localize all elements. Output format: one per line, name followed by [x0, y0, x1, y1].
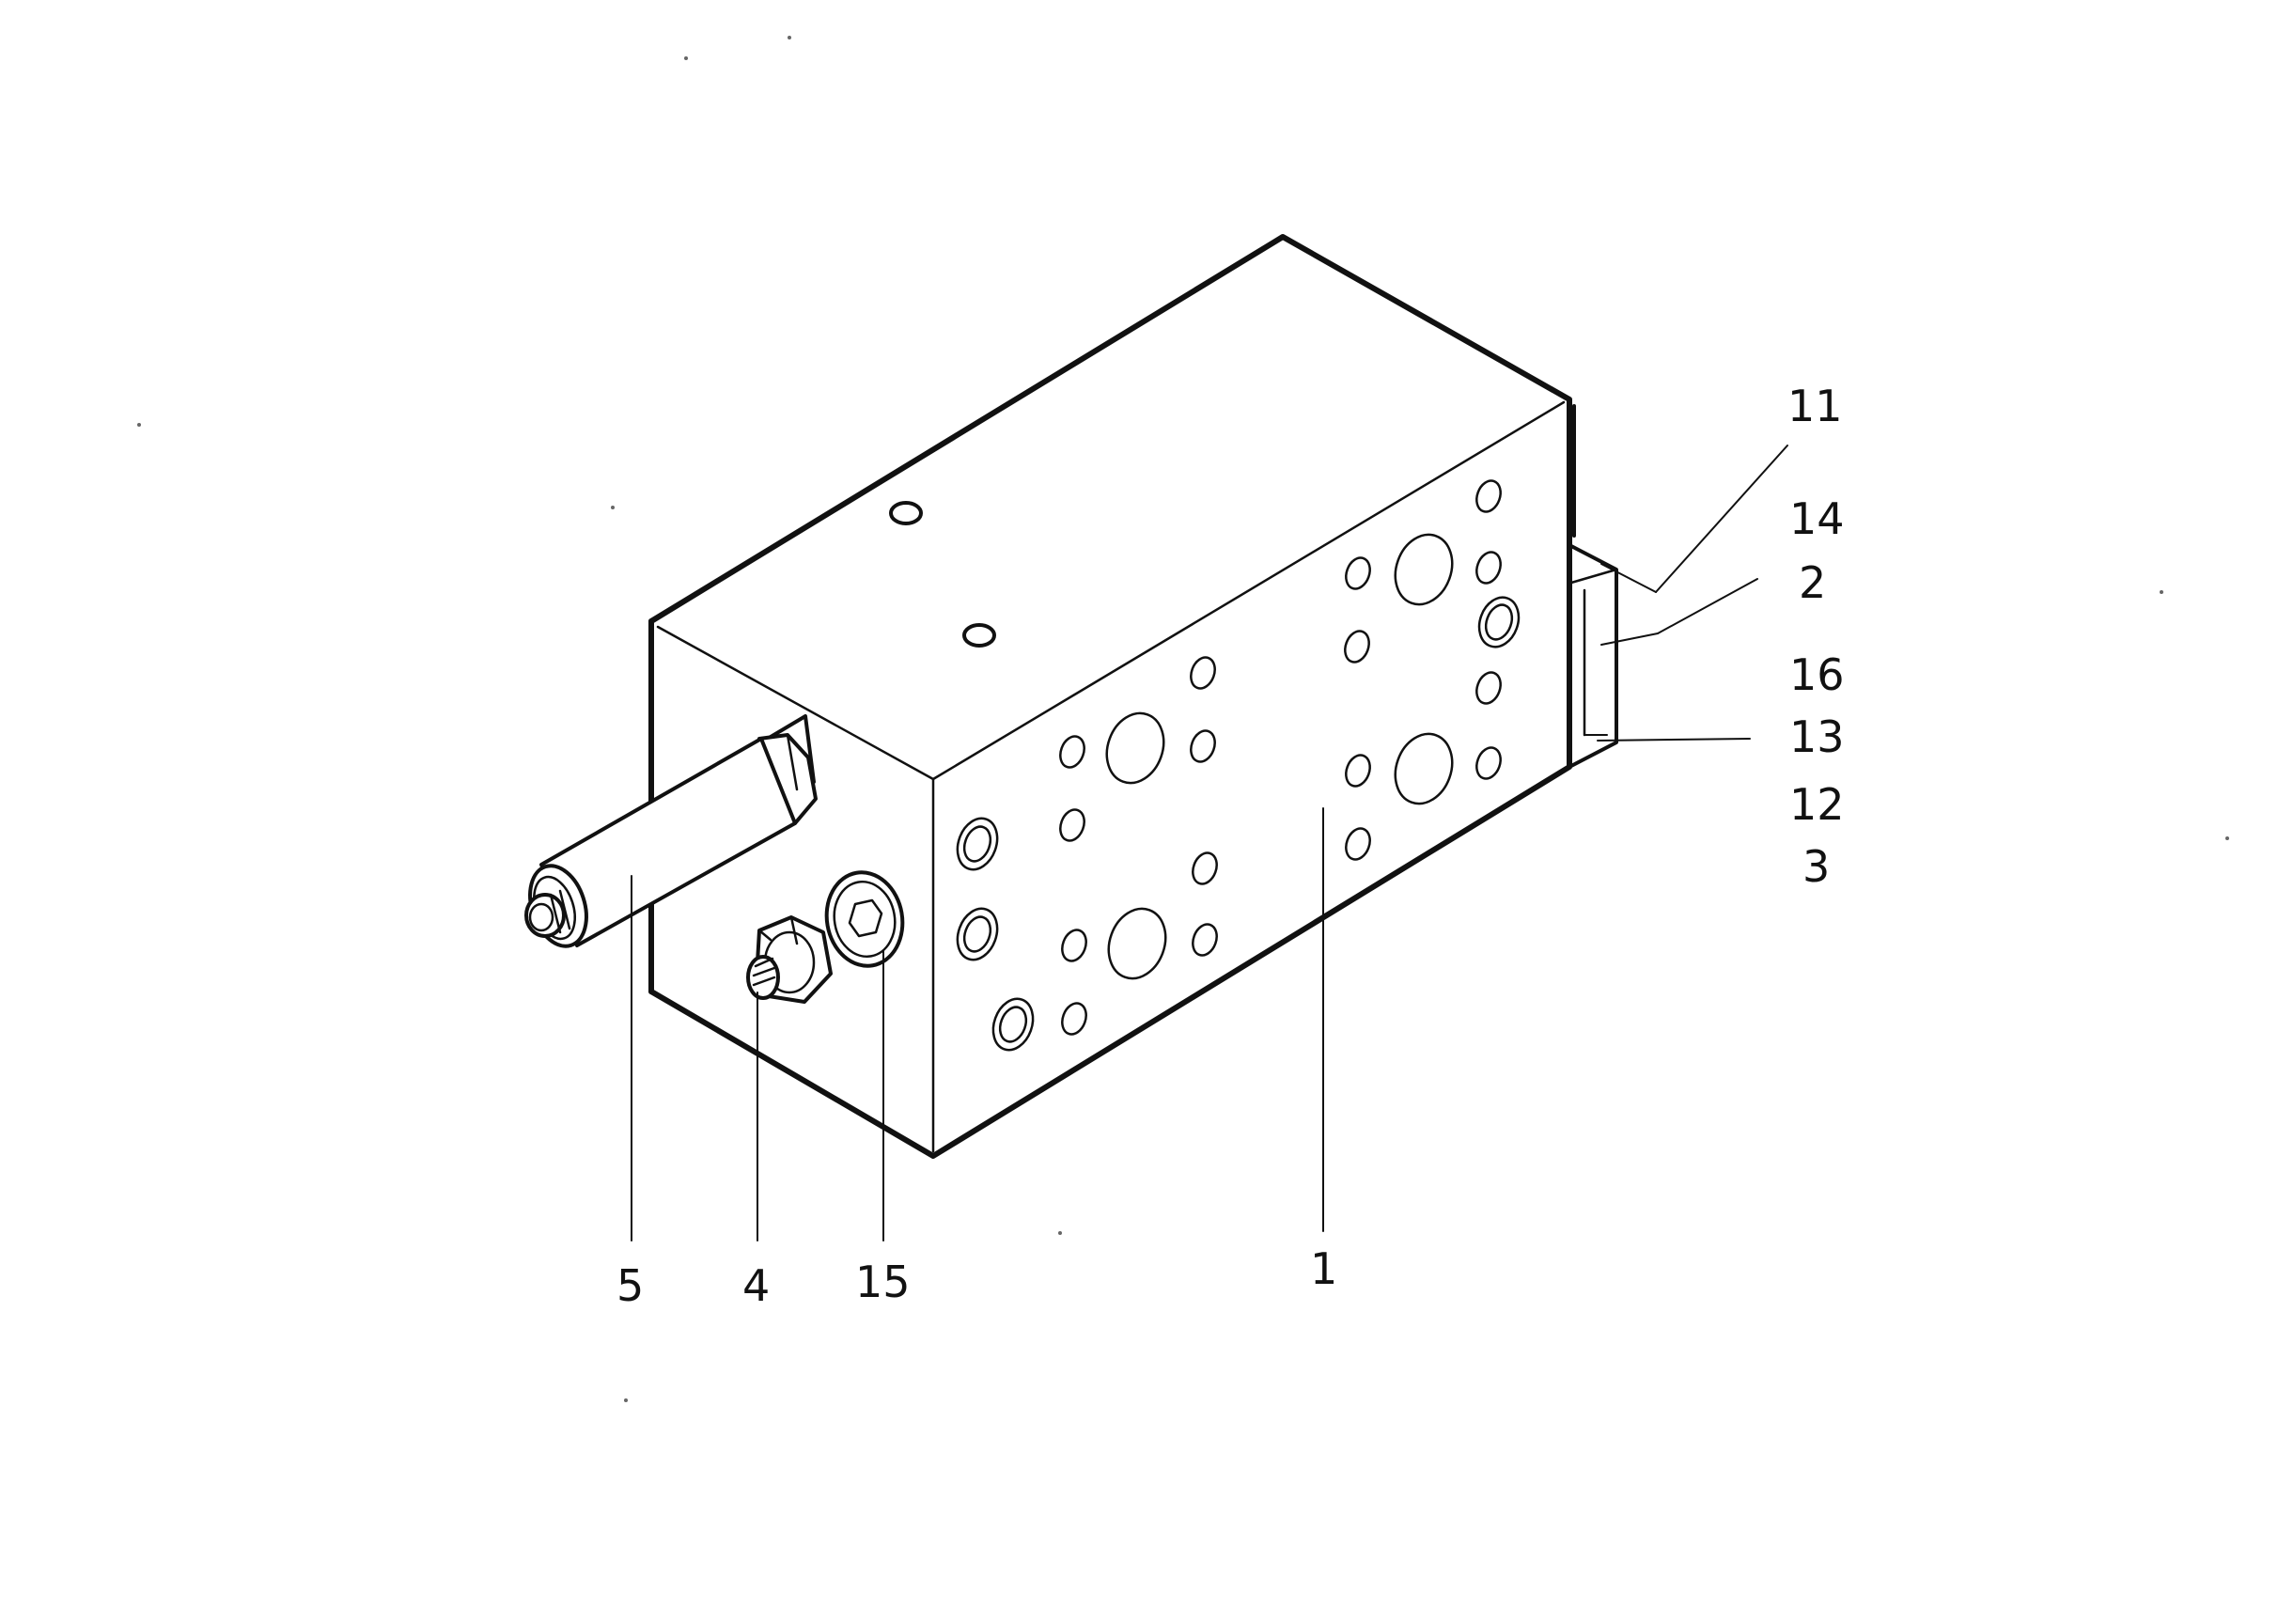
- port-small-icon: [1192, 923, 1218, 957]
- callout-1: 1: [1310, 1243, 1337, 1294]
- leader-lines: [631, 445, 1788, 1241]
- top-hole-icon: [889, 501, 923, 525]
- main-block: [648, 234, 1576, 1159]
- port-small-icon: [1192, 851, 1218, 885]
- port-large-icon: [1394, 732, 1454, 805]
- plug-with-socket: [824, 870, 905, 968]
- port-small-icon: [1344, 630, 1370, 664]
- port-small-icon: [1475, 671, 1502, 705]
- top-hole-icon: [962, 623, 996, 648]
- hex-socket-icon: [848, 898, 883, 938]
- callouts: 11 14 2 16 13 12 3 5 4 15 1: [616, 381, 1845, 1311]
- callout-2: 2: [1799, 557, 1826, 608]
- port-small-icon: [1475, 746, 1502, 780]
- callout-16: 16: [1789, 649, 1845, 700]
- top-front-edge: [656, 625, 935, 781]
- o-ring-port-icon: [956, 817, 999, 871]
- callout-12: 12: [1789, 779, 1845, 830]
- callout-13: 13: [1789, 711, 1845, 762]
- right-face-ports: [956, 479, 1521, 1052]
- o-ring-port-icon: [956, 907, 999, 961]
- port-small-icon: [1190, 729, 1216, 763]
- port-large-icon: [1394, 533, 1454, 606]
- top-face-holes: [889, 501, 996, 648]
- callout-5: 5: [616, 1260, 644, 1311]
- port-small-icon: [1345, 556, 1371, 590]
- port-small-icon: [1475, 551, 1502, 585]
- cartridge-valve: [524, 714, 818, 948]
- port-small-icon: [1475, 479, 1502, 513]
- rear-plate: [1568, 543, 1618, 769]
- port-small-icon: [1190, 656, 1216, 690]
- block-outline: [648, 234, 1572, 1159]
- port-small-icon: [1061, 929, 1087, 962]
- port-small-icon: [1061, 1002, 1087, 1036]
- callout-15: 15: [855, 1257, 911, 1307]
- port-small-icon: [1345, 754, 1371, 788]
- port-small-icon: [1345, 827, 1371, 861]
- callout-14: 14: [1789, 493, 1845, 544]
- plug-washer: [824, 870, 905, 968]
- top-right-edge: [931, 400, 1566, 781]
- callout-11: 11: [1787, 381, 1843, 431]
- port-large-icon: [1107, 907, 1167, 980]
- callout-3: 3: [1802, 841, 1830, 892]
- port-small-icon: [1059, 808, 1085, 842]
- port-small-icon: [1059, 735, 1085, 769]
- adjust-screw: [746, 915, 833, 1004]
- o-ring-port-icon: [1477, 596, 1521, 648]
- port-large-icon: [1105, 711, 1165, 785]
- callout-4: 4: [742, 1260, 770, 1311]
- o-ring-port-icon: [991, 997, 1035, 1052]
